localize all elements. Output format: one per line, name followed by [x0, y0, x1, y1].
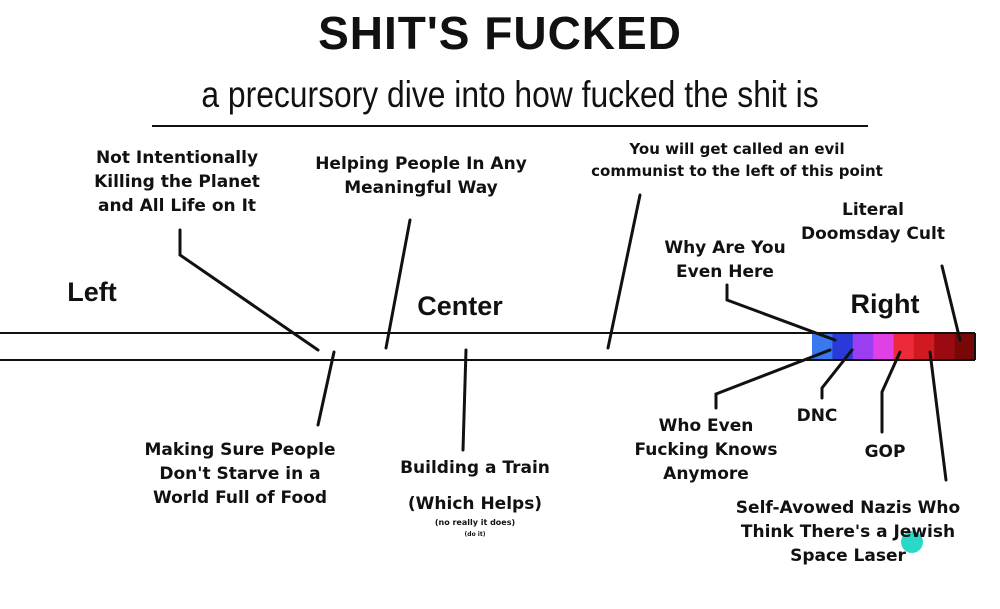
label-doomsday: Literal Doomsday Cult: [801, 200, 945, 244]
label-nazis: Self-Avowed Nazis Who Think There's a Je…: [735, 498, 961, 566]
pointer-nazis: [928, 350, 948, 482]
pointer-who-knows: [714, 348, 832, 410]
pointer-why-here: [725, 283, 837, 342]
label-train-note2: (do it): [464, 531, 486, 538]
spectrum-segment: [954, 334, 976, 359]
spectrum-segment: [812, 334, 833, 359]
label-train-note: (no really it does): [434, 518, 516, 527]
pointer-train: [461, 348, 468, 452]
page-title: SHIT'S FUCKED: [318, 7, 682, 59]
spectrum-segment: [832, 334, 854, 359]
pointer-dnc: [820, 348, 854, 400]
page-subtitle: a precursory dive into how fucked the sh…: [201, 74, 819, 115]
pointer-not-killing: [178, 228, 320, 352]
label-why-here: Why Are You Even Here: [664, 238, 786, 282]
accent-dot: [901, 531, 923, 553]
spectrum-color-band: [812, 333, 976, 360]
label-gop: GOP: [864, 442, 906, 462]
spectrum-segment: [934, 334, 956, 359]
label-who-knows: Who Even Fucking Knows Anymore: [634, 416, 778, 484]
axis-center-label: Center: [417, 291, 503, 321]
spectrum-segment: [893, 334, 915, 359]
spectrum-segment: [873, 334, 894, 359]
spectrum-segment: [852, 334, 874, 359]
label-train: Building a Train: [400, 458, 550, 478]
axis-right-label: Right: [850, 289, 920, 319]
pointer-starve: [316, 350, 336, 427]
pointer-helping: [384, 218, 412, 350]
label-not-killing: Not Intentionally Killing the Planet and…: [94, 148, 260, 216]
pointer-gop: [880, 350, 902, 434]
label-dnc: DNC: [796, 406, 838, 426]
pointer-communist: [606, 193, 642, 350]
label-starve: Making Sure People Don't Starve in a Wor…: [144, 440, 336, 508]
pointer-doomsday: [940, 264, 962, 342]
axis-left-label: Left: [67, 277, 117, 307]
label-train-helps: (Which Helps): [407, 494, 543, 514]
label-helping: Helping People In Any Meaningful Way: [315, 154, 527, 198]
label-communist: You will get called an evil communist to…: [591, 140, 883, 180]
